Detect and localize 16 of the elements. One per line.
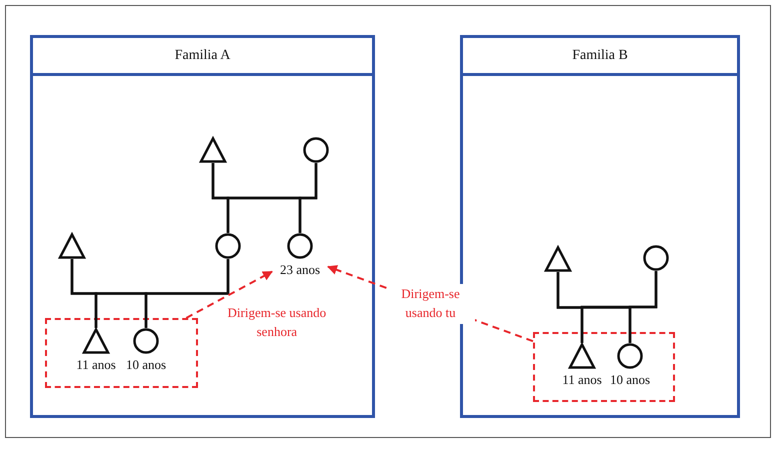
dashed-arrow bbox=[327, 265, 534, 342]
kinship-line bbox=[144, 259, 230, 328]
panel-title: Familia B bbox=[572, 48, 628, 64]
age-label: 10 anos bbox=[126, 357, 166, 373]
age-label: 23 anos bbox=[280, 262, 320, 278]
panel-title: Familia A bbox=[174, 48, 230, 64]
age-label: 11 anos bbox=[76, 357, 116, 373]
dashed-arrow bbox=[186, 270, 273, 319]
kinship-line bbox=[298, 163, 318, 233]
family-panel bbox=[460, 35, 740, 418]
age-label: 11 anos bbox=[562, 372, 602, 388]
age-label: 10 anos bbox=[610, 372, 650, 388]
dashed-highlight-frame bbox=[533, 332, 675, 402]
family-panel bbox=[30, 35, 375, 418]
kinship-line bbox=[628, 271, 658, 343]
dashed-highlight-frame bbox=[45, 318, 198, 388]
